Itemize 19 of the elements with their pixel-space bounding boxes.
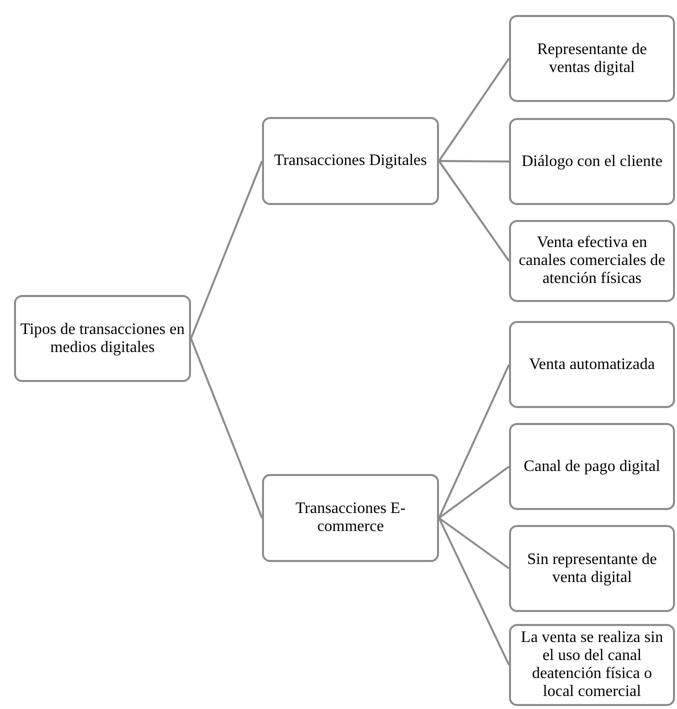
text-box: Diálogo con el cliente xyxy=(509,118,675,205)
text-box: Tipos de transacciones en medios digitales xyxy=(14,295,191,382)
text-box: Canal de pago digital xyxy=(509,423,675,510)
connector-line xyxy=(438,58,510,162)
connector-line xyxy=(438,364,510,518)
connector-line xyxy=(439,160,509,162)
connector-line xyxy=(190,160,263,339)
text-box: Venta efectiva en canales comerciales de atención físicas xyxy=(509,220,675,302)
text-box: Representante de ventas digital xyxy=(509,15,675,102)
text-box: Transacciones Digitales xyxy=(262,117,439,205)
connector-line xyxy=(190,338,263,518)
text-box: La venta se realiza sin el uso del canal deatención física o local comercial xyxy=(509,624,675,706)
text-box: Venta automatizada xyxy=(509,321,675,408)
text-box: Sin representante de venta digital xyxy=(509,525,675,612)
connector-line xyxy=(438,466,510,519)
connector-line xyxy=(438,518,510,666)
text-box: Transacciones E-commerce xyxy=(262,474,439,562)
connector-line xyxy=(438,160,510,262)
connector-line xyxy=(438,517,510,570)
